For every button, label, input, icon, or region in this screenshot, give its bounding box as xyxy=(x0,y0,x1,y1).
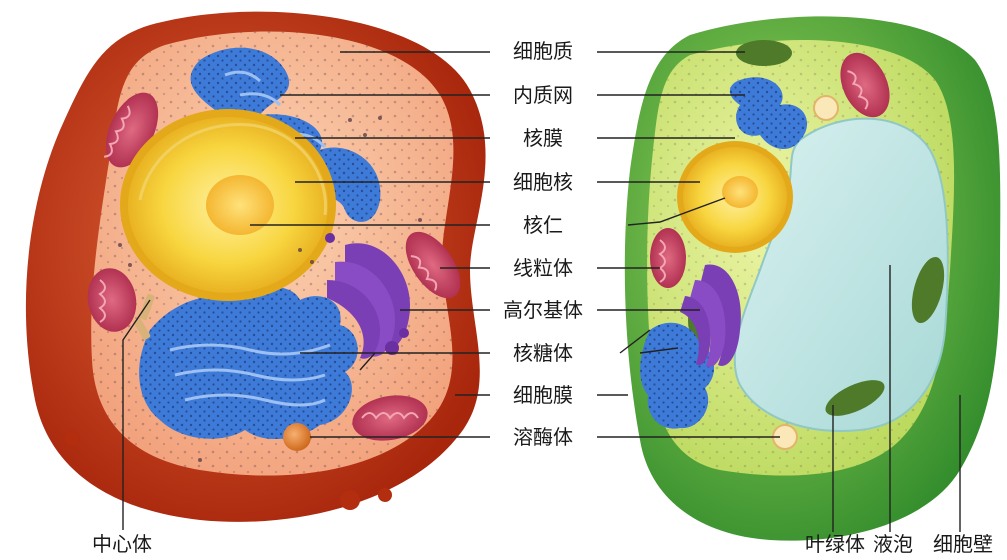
animal-nucleolus xyxy=(206,175,274,235)
label-nucleus: 细胞核 xyxy=(488,171,598,193)
label-nucleolus: 核仁 xyxy=(488,214,598,236)
label-golgi-apparatus: 高尔基体 xyxy=(488,299,598,321)
plant-nucleus xyxy=(677,141,793,253)
label-centrosome: 中心体 xyxy=(92,533,152,555)
label-chloroplast: 叶绿体 xyxy=(805,533,865,555)
label-cell-wall: 细胞壁 xyxy=(933,533,993,555)
label-nuclear-envelope: 核膜 xyxy=(488,127,598,149)
label-endoplasmic-reticulum: 内质网 xyxy=(488,84,598,106)
label-cytoplasm: 细胞质 xyxy=(488,40,598,62)
plant-nucleolus xyxy=(722,176,758,208)
label-ribosome: 核糖体 xyxy=(488,342,598,364)
animal-cell xyxy=(26,12,486,522)
label-mitochondrion: 线粒体 xyxy=(488,257,598,279)
animal-lysosome xyxy=(283,423,311,451)
label-lysosome: 溶酶体 xyxy=(488,426,598,448)
label-vacuole: 液泡 xyxy=(873,533,913,555)
label-cell-membrane: 细胞膜 xyxy=(488,384,598,406)
